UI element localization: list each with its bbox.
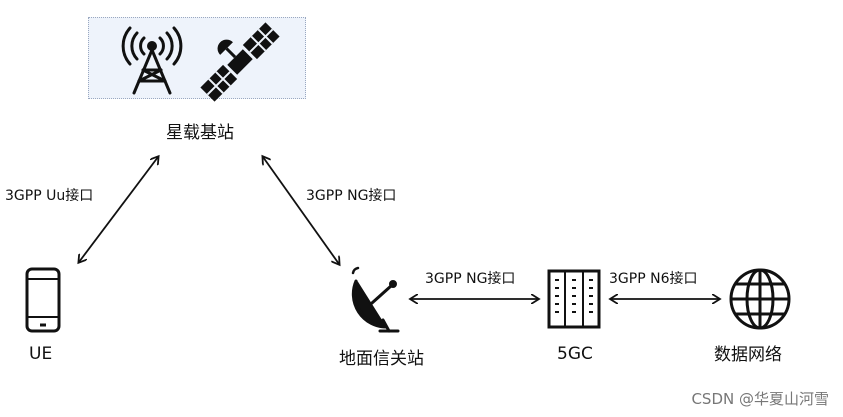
uu-link [79, 157, 158, 262]
ng-interface-label-ground: 3GPP NG接口 [425, 271, 516, 287]
server-rack-icon [547, 269, 601, 329]
n6-interface-label: 3GPP N6接口 [609, 271, 698, 287]
ground-gateway-label: 地面信关站 [339, 349, 424, 369]
watermark: CSDN @华夏山河雪 [691, 390, 829, 408]
globe-icon [729, 268, 791, 330]
ng-sat-link [263, 157, 339, 264]
ng-interface-label-sat: 3GPP NG接口 [306, 188, 397, 204]
uu-interface-label: 3GPP Uu接口 [5, 188, 94, 204]
ue-label: UE [29, 344, 53, 364]
antenna-tower-icon [121, 26, 183, 95]
phone-icon [25, 267, 61, 333]
satellite-dish-icon [351, 266, 400, 333]
satellite-base-station-label: 星载基站 [166, 123, 234, 143]
data-network-label: 数据网络 [714, 345, 782, 365]
satellite-icon [200, 22, 280, 102]
5gc-label: 5GC [557, 344, 593, 364]
